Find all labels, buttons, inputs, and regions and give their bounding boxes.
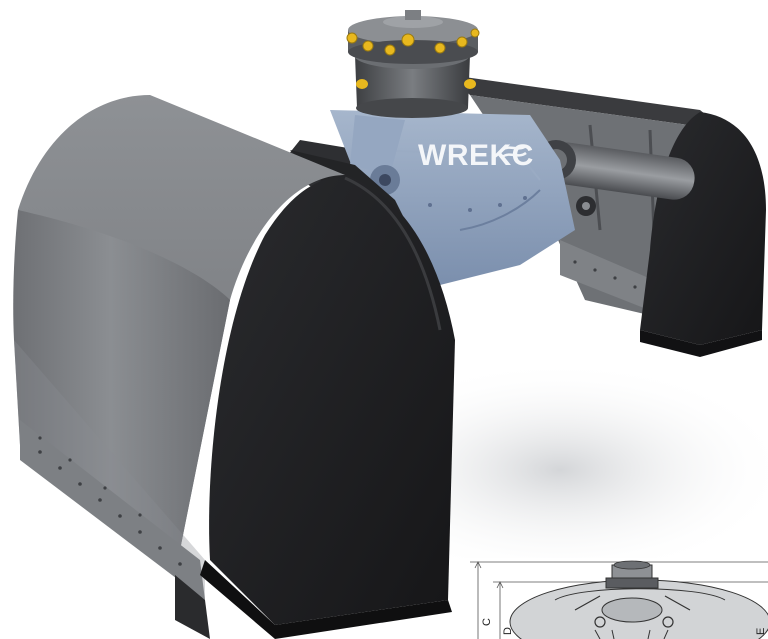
brand-wave-icon [501, 144, 527, 159]
dimension-drawing: C D E [460, 558, 768, 639]
front-bolt-row [38, 436, 182, 566]
rotator-bolt-row [346, 28, 480, 56]
front-shell [13, 95, 455, 639]
dimension-label-d: D [502, 627, 514, 635]
dimension-label-c: C [481, 618, 493, 626]
dimension-label-e: E [755, 628, 767, 635]
rotator [346, 10, 480, 118]
